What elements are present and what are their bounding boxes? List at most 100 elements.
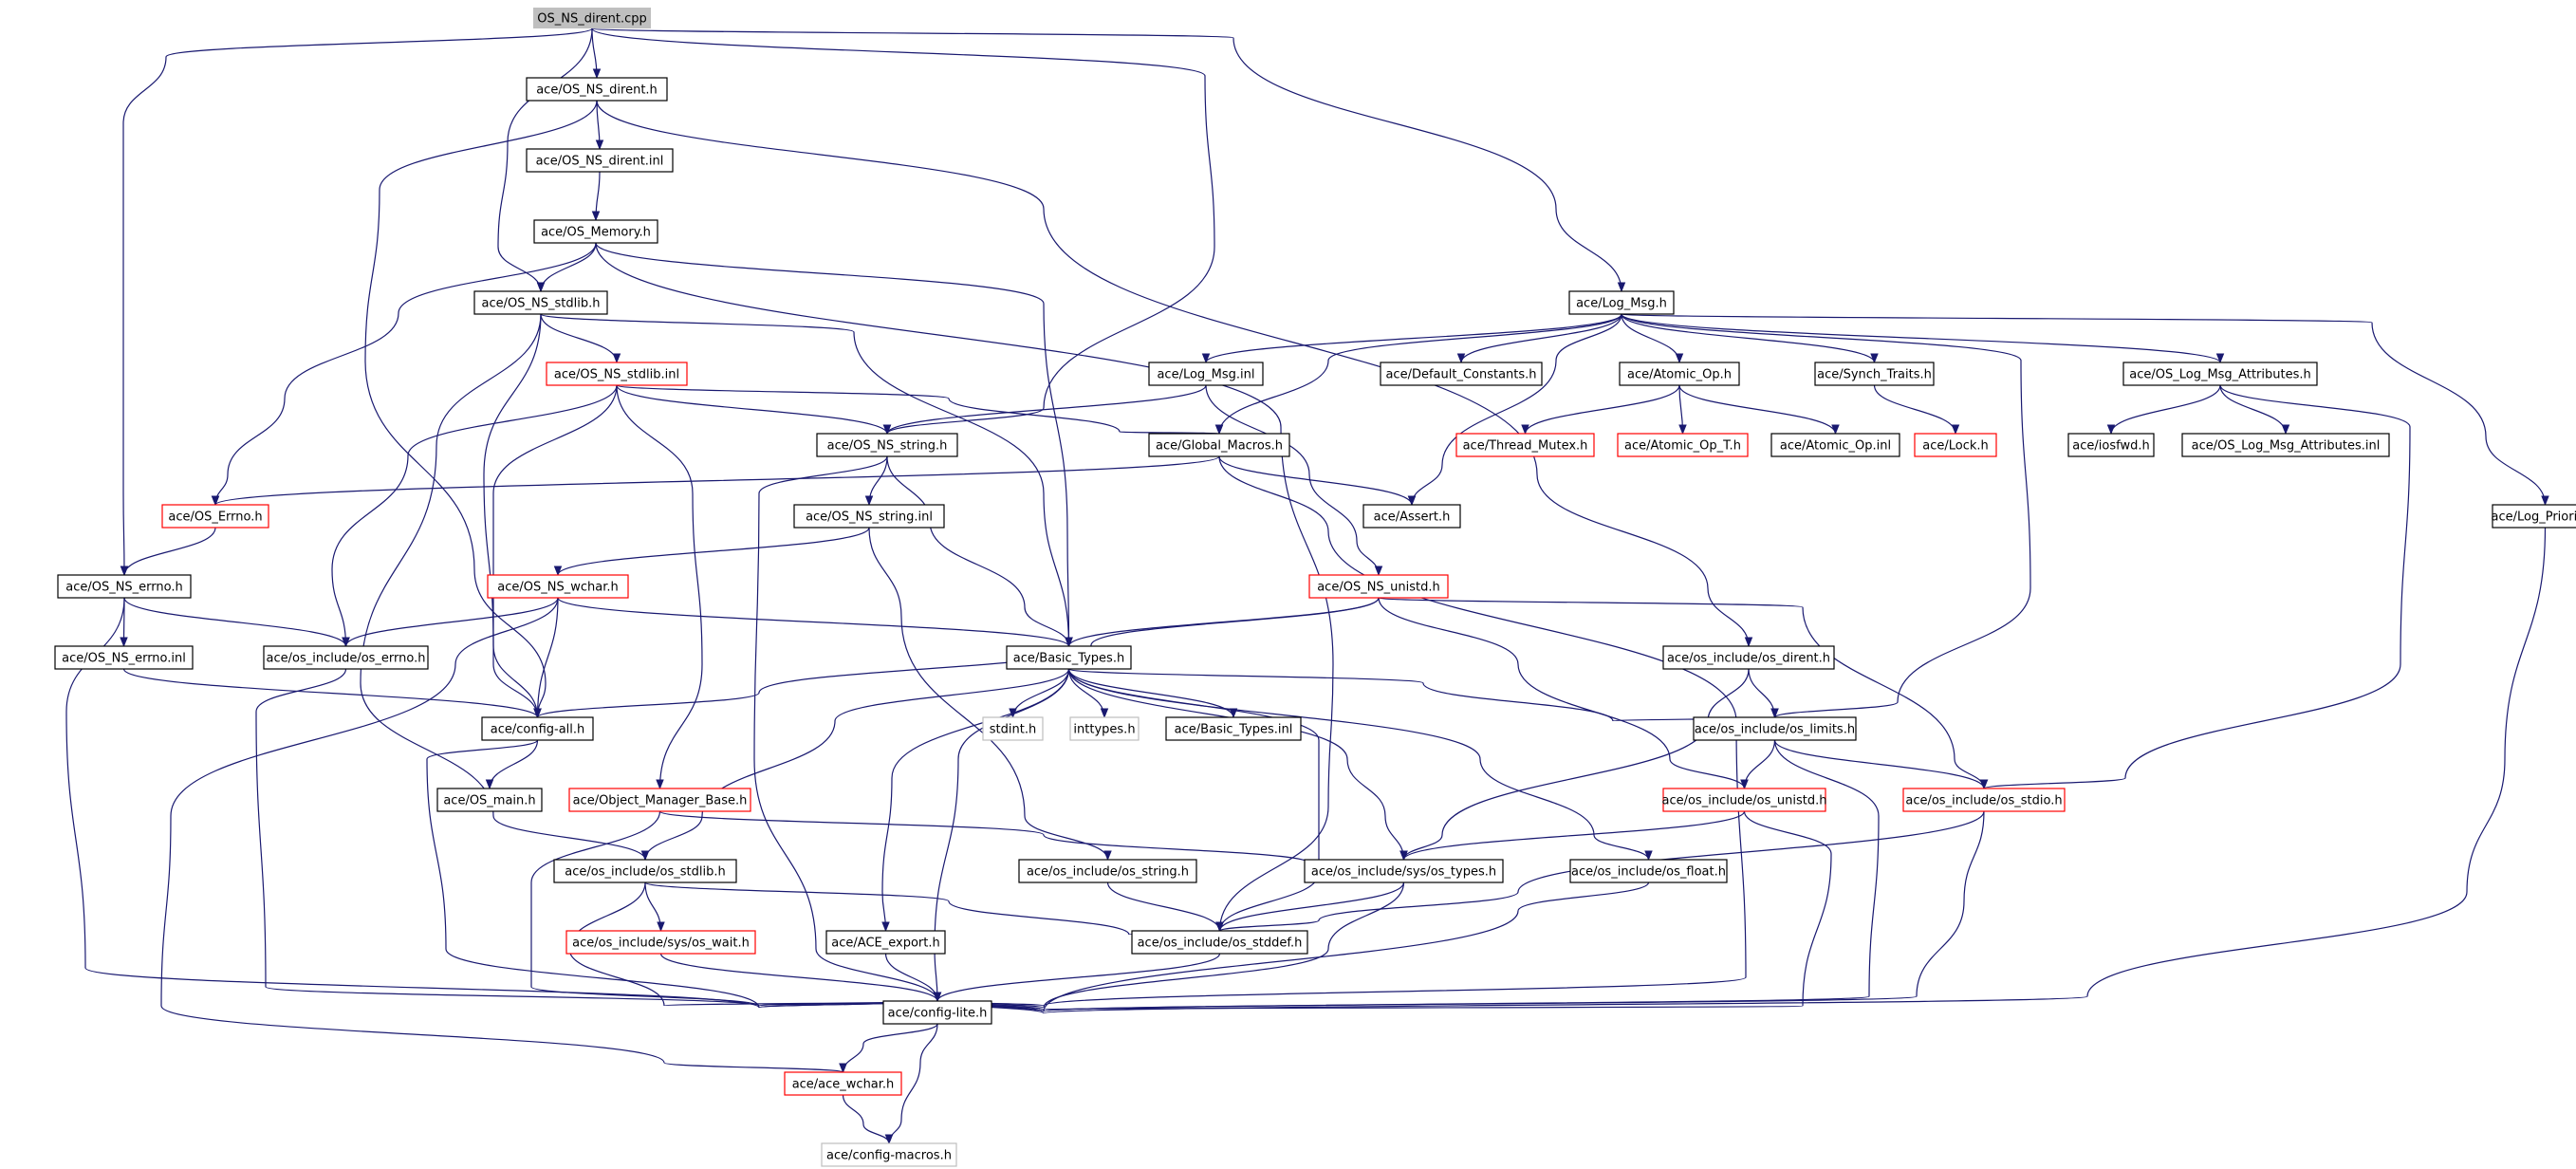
node-os-string-h[interactable]: ace/os_include/os_string.h <box>1018 859 1197 883</box>
edge-os_errno-to-ns_errno_h <box>120 527 216 577</box>
node-global-macros[interactable]: ace/Global_Macros.h <box>1148 433 1290 457</box>
node-ace-wchar[interactable]: ace/ace_wchar.h <box>784 1071 902 1096</box>
edge-basic_types-to-os_float <box>1067 668 1653 862</box>
node-box <box>533 219 658 244</box>
node-label: ace/Basic_Types.inl <box>1175 723 1293 737</box>
node-label: ace/os_include/os_errno.h <box>267 652 426 666</box>
node-ns-string-inl[interactable]: ace/OS_NS_string.inl <box>793 504 945 529</box>
node-box <box>1770 433 1900 457</box>
node-sys-os-wait[interactable]: ace/os_include/sys/os_wait.h <box>565 930 756 955</box>
node-label: ace/os_include/os_dirent.h <box>1667 652 1830 666</box>
node-atomic-op-t[interactable]: ace/Atomic_Op_T.h <box>1617 433 1749 457</box>
node-os-memory[interactable]: ace/OS_Memory.h <box>533 219 658 244</box>
node-box <box>1308 574 1449 599</box>
node-box <box>1814 362 1935 386</box>
edge-log_msg_inl-to-ns_unistd <box>1205 384 1383 577</box>
edge-basic_types-to-config_lite <box>933 668 1070 1003</box>
node-os-errno[interactable]: ace/OS_Errno.h <box>161 504 269 529</box>
edge-ns_wchar-to-config_all <box>533 597 559 719</box>
node-os-limits[interactable]: ace/os_include/os_limits.h <box>1693 716 1857 741</box>
edge-os_unistd-to-config_lite <box>933 810 1832 1011</box>
node-os-errno-h[interactable]: ace/os_include/os_errno.h <box>263 645 429 670</box>
node-log-priority[interactable]: ace/Log_Priority.h <box>2492 504 2576 529</box>
node-config-lite[interactable]: ace/config-lite.h <box>882 1000 992 1025</box>
edge-obj_mgr_base-to-config_lite <box>530 810 941 1011</box>
node-atomic-op-inl[interactable]: ace/Atomic_Op.inl <box>1770 433 1900 457</box>
node-log-msg-attr[interactable]: ace/OS_Log_Msg_Attributes.h <box>2122 362 2318 386</box>
node-label: ace/Atomic_Op.inl <box>1780 439 1891 454</box>
node-config-macros[interactable]: ace/config-macros.h <box>821 1142 957 1167</box>
node-ns-errno-inl[interactable]: ace/OS_NS_errno.inl <box>54 645 194 670</box>
node-os-stdlib-h[interactable]: ace/os_include/os_stdlib.h <box>553 859 737 883</box>
node-basic-types[interactable]: ace/Basic_Types.h <box>1006 645 1132 670</box>
node-log-msg-attr-inl[interactable]: ace/OS_Log_Msg_Attributes.inl <box>2181 433 2390 457</box>
node-log-msg[interactable]: ace/Log_Msg.h <box>1568 290 1675 315</box>
node-box <box>553 859 737 883</box>
node-label: ace/os_include/os_limits.h <box>1695 723 1855 737</box>
edge-ns_stdlib_inl-to-global_macros <box>616 384 1223 436</box>
node-label: ace/ACE_export.h <box>831 937 939 951</box>
node-default-constants[interactable]: ace/Default_Constants.h <box>1380 362 1543 386</box>
node-box <box>1568 290 1675 315</box>
edge-basic_types-to-inttypes <box>1067 668 1109 719</box>
node-box <box>161 504 269 529</box>
node-os-unistd[interactable]: ace/os_include/os_unistd.h <box>1661 788 1827 812</box>
edge-log_msg-to-log_priority <box>1621 313 2549 507</box>
node-stdint[interactable]: stdint.h <box>982 716 1044 741</box>
node-ns-dirent-h[interactable]: ace/OS_NS_dirent.h <box>526 77 668 102</box>
node-iosfwd[interactable]: ace/iosfwd.h <box>2067 433 2155 457</box>
edge-log_msg-to-os_limits <box>1621 313 2031 719</box>
node-os-dirent[interactable]: ace/os_include/os_dirent.h <box>1662 645 1835 670</box>
edge-os_memory-to-ns_stdlib_h <box>536 242 597 293</box>
node-os-stdio[interactable]: ace/os_include/os_stdio.h <box>1902 788 2066 812</box>
node-os-stddef[interactable]: ace/os_include/os_stddef.h <box>1131 930 1308 955</box>
node-ace-export[interactable]: ace/ACE_export.h <box>825 930 946 955</box>
node-label: ace/os_include/sys/os_wait.h <box>572 937 750 951</box>
node-box <box>1569 859 1728 883</box>
node-basic-types-inl[interactable]: ace/Basic_Types.inl <box>1165 716 1302 741</box>
node-thread-mutex[interactable]: ace/Thread_Mutex.h <box>1455 433 1595 457</box>
edge-basic_types-to-os_stdlib_h <box>640 668 1070 862</box>
node-box <box>1148 362 1264 386</box>
node-atomic-op[interactable]: ace/Atomic_Op.h <box>1619 362 1740 386</box>
node-box <box>526 77 668 102</box>
node-assert[interactable]: ace/Assert.h <box>1362 504 1461 529</box>
node-inttypes[interactable]: inttypes.h <box>1069 716 1140 741</box>
node-ns-unistd[interactable]: ace/OS_NS_unistd.h <box>1308 574 1449 599</box>
edge-log_msg-to-assert <box>1407 313 1622 507</box>
node-ns-stdlib-inl[interactable]: ace/OS_NS_stdlib.inl <box>546 362 688 386</box>
node-box <box>1380 362 1543 386</box>
node-root[interactable]: OS_NS_dirent.cpp <box>533 8 651 28</box>
node-ns-wchar[interactable]: ace/OS_NS_wchar.h <box>487 574 629 599</box>
node-sys-os-types[interactable]: ace/os_include/sys/os_types.h <box>1304 859 1504 883</box>
edge-os_stdio-to-os_stddef <box>1215 810 1985 933</box>
edge-ace_wchar-to-config_macros <box>842 1094 894 1145</box>
node-box <box>821 1142 957 1167</box>
node-config-all[interactable]: ace/config-all.h <box>481 716 594 741</box>
node-ns-dirent-inl[interactable]: ace/OS_NS_dirent.inl <box>526 148 674 173</box>
node-synch-traits[interactable]: ace/Synch_Traits.h <box>1814 362 1935 386</box>
node-label: ace/Atomic_Op_T.h <box>1624 439 1741 454</box>
node-label: ace/os_include/os_stdio.h <box>1905 794 2062 808</box>
node-box <box>793 504 945 529</box>
node-ns-stdlib-h[interactable]: ace/OS_NS_stdlib.h <box>473 290 608 315</box>
edge-root-to-log_msg <box>591 28 1626 293</box>
node-ns-errno-h[interactable]: ace/OS_NS_errno.h <box>57 574 192 599</box>
node-label: ace/os_include/os_stddef.h <box>1138 937 1303 951</box>
node-box <box>2181 433 2390 457</box>
edge-config_lite-to-config_macros <box>884 1023 938 1145</box>
node-label: ace/OS_NS_string.inl <box>806 510 933 525</box>
node-lock[interactable]: ace/Lock.h <box>1914 433 1997 457</box>
node-os-float[interactable]: ace/os_include/os_float.h <box>1569 859 1728 883</box>
edge-log_msg-to-global_macros <box>1214 313 1622 436</box>
node-box <box>882 1000 992 1025</box>
edge-ns_unistd-to-os_unistd <box>1378 597 1749 790</box>
node-os-main[interactable]: ace/OS_main.h <box>436 788 543 812</box>
node-ns-string-h[interactable]: ace/OS_NS_string.h <box>816 433 958 457</box>
node-obj-mgr-base[interactable]: ace/Object_Manager_Base.h <box>568 788 751 812</box>
edge-os_limits-to-os_unistd <box>1740 739 1776 790</box>
edge-ns_string_h-to-config_lite <box>753 455 942 1003</box>
node-log-msg-inl[interactable]: ace/Log_Msg.inl <box>1148 362 1264 386</box>
edge-ns_stdlib_h-to-basic_types <box>540 313 1073 648</box>
